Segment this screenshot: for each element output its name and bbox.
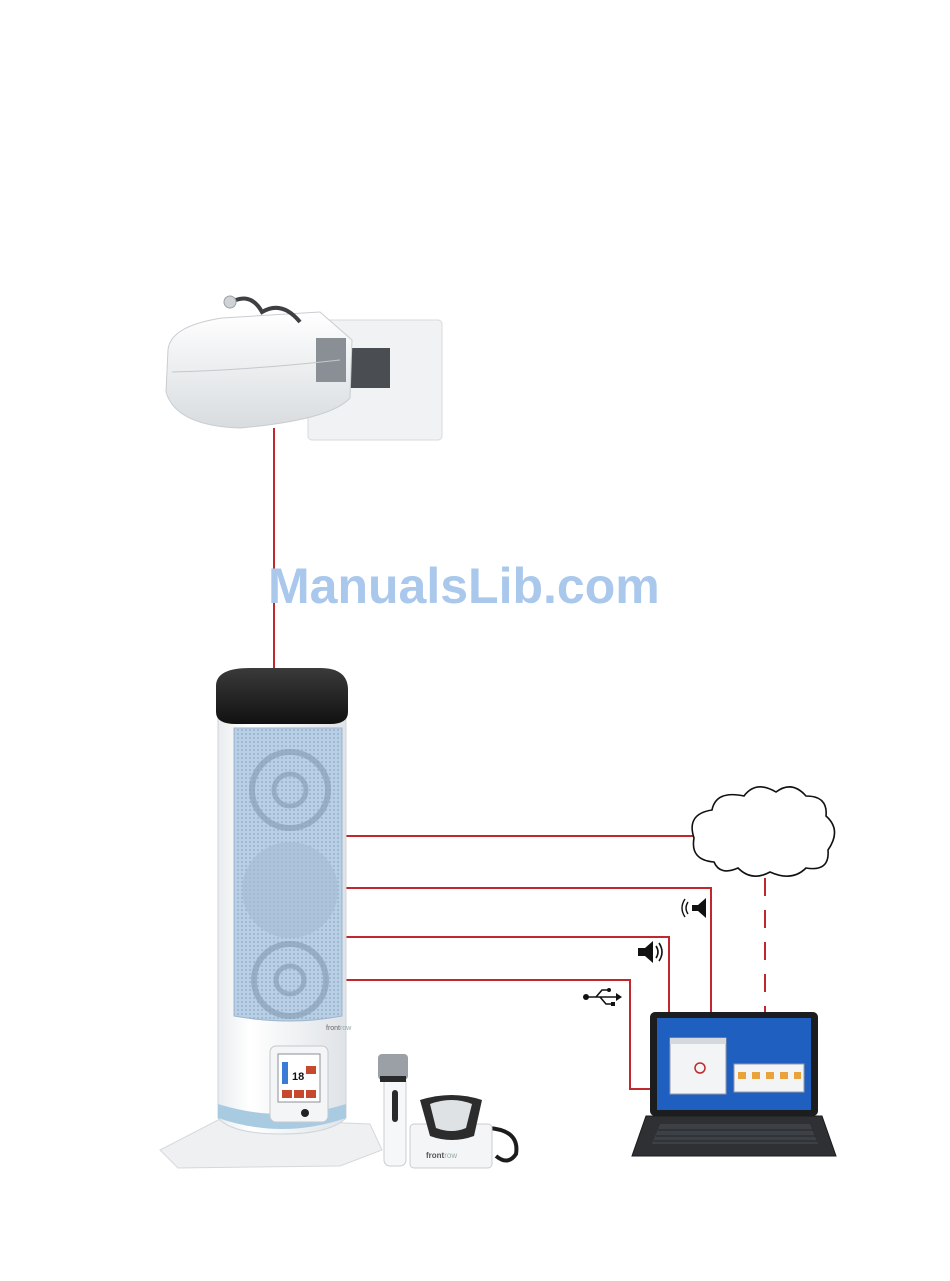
touchscreen-level-bar (282, 1062, 288, 1084)
pendant-mic-inner (430, 1100, 472, 1131)
laptop-app-window-titlebar (670, 1038, 726, 1044)
projector-vent (316, 338, 346, 382)
speaker-brand-logo: frontrow (326, 1025, 352, 1032)
laptop-app-window-main[interactable] (670, 1038, 726, 1094)
projector-arm (350, 348, 390, 388)
laptop (632, 1012, 836, 1156)
touchscreen-button-3[interactable] (294, 1090, 304, 1098)
usb-icon (583, 988, 622, 1006)
manualslib-watermark: ManualsLib.com (268, 556, 708, 616)
charger-brand-logo: frontrow (426, 1151, 457, 1160)
projector (166, 296, 442, 440)
speaker-audio-out-line (344, 888, 711, 1013)
touchscreen-button-1[interactable] (306, 1066, 316, 1074)
tower-cap (216, 668, 348, 724)
mic-control-strip (392, 1090, 398, 1122)
mic-head-band (380, 1076, 406, 1082)
pendant-microphone-charger: frontrow (410, 1095, 516, 1168)
audio-out-icon (682, 898, 706, 918)
handheld-microphone (378, 1054, 408, 1166)
speaker-power-button[interactable] (301, 1109, 309, 1117)
touchscreen-value: 18 (292, 1071, 304, 1083)
speaker-driver-middle (242, 842, 338, 938)
connection-lines (274, 428, 765, 1089)
network-cloud (692, 787, 834, 876)
projector-knob (224, 296, 236, 308)
touchscreen-button-2[interactable] (282, 1090, 292, 1098)
speaker-tower: 18 frontrow (160, 668, 382, 1168)
touchscreen-button-4[interactable] (306, 1090, 316, 1098)
speaker-volume-icon (638, 941, 662, 963)
speaker-volume-line (344, 937, 669, 1013)
